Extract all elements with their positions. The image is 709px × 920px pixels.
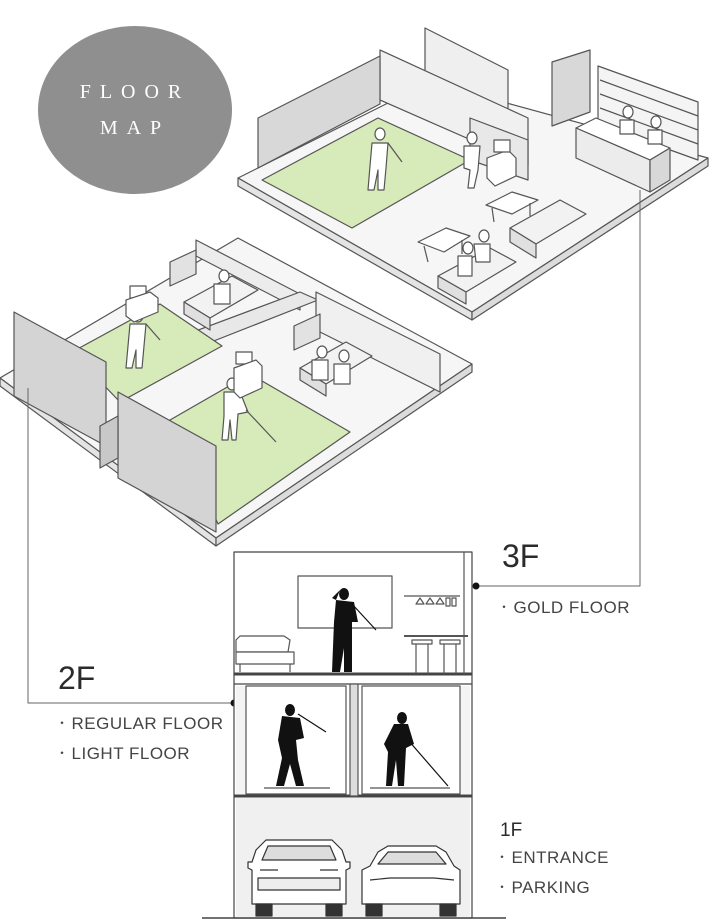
building-section — [202, 551, 506, 919]
car-suv-icon — [247, 839, 351, 917]
badge-line-1: FLOOR — [79, 81, 191, 103]
regular-floor-plan — [0, 237, 473, 547]
floor-label-2f: 2F — [58, 660, 96, 696]
sofa-3f — [235, 635, 295, 672]
golfer-2f-b — [221, 351, 277, 443]
lounge-2f — [183, 269, 373, 397]
silhouette-3f — [332, 588, 377, 672]
floor-map-badge: FLOOR MAP — [38, 26, 232, 194]
coach-3f — [463, 131, 517, 189]
floor-2f-item-2: ・LIGHT FLOOR — [56, 744, 191, 763]
badge-line-2: MAP — [99, 117, 171, 139]
bar-stools — [411, 639, 461, 674]
gold-floor-plan — [237, 27, 709, 321]
bar-3f — [551, 49, 699, 193]
car-sedan-icon — [361, 845, 461, 917]
golfer-2f-a — [125, 285, 161, 369]
silhouette-2f-a — [276, 704, 327, 786]
floor-3f-item-1: ・GOLD FLOOR — [498, 598, 630, 617]
floor-1f-item-2: ・PARKING — [496, 878, 591, 897]
silhouette-2f-b — [384, 712, 449, 787]
floor-label-3f: 3F — [502, 538, 540, 574]
glasses — [415, 597, 457, 607]
golfer-3f — [367, 127, 403, 191]
lounge-3f — [417, 191, 587, 305]
connector-lines — [27, 190, 641, 704]
floor-label-1f: 1F — [500, 820, 523, 841]
floor-1f-item-1: ・ENTRANCE — [496, 848, 610, 867]
connector-dot-3f — [472, 582, 480, 590]
floor-2f-item-1: ・REGULAR FLOOR — [56, 714, 224, 733]
